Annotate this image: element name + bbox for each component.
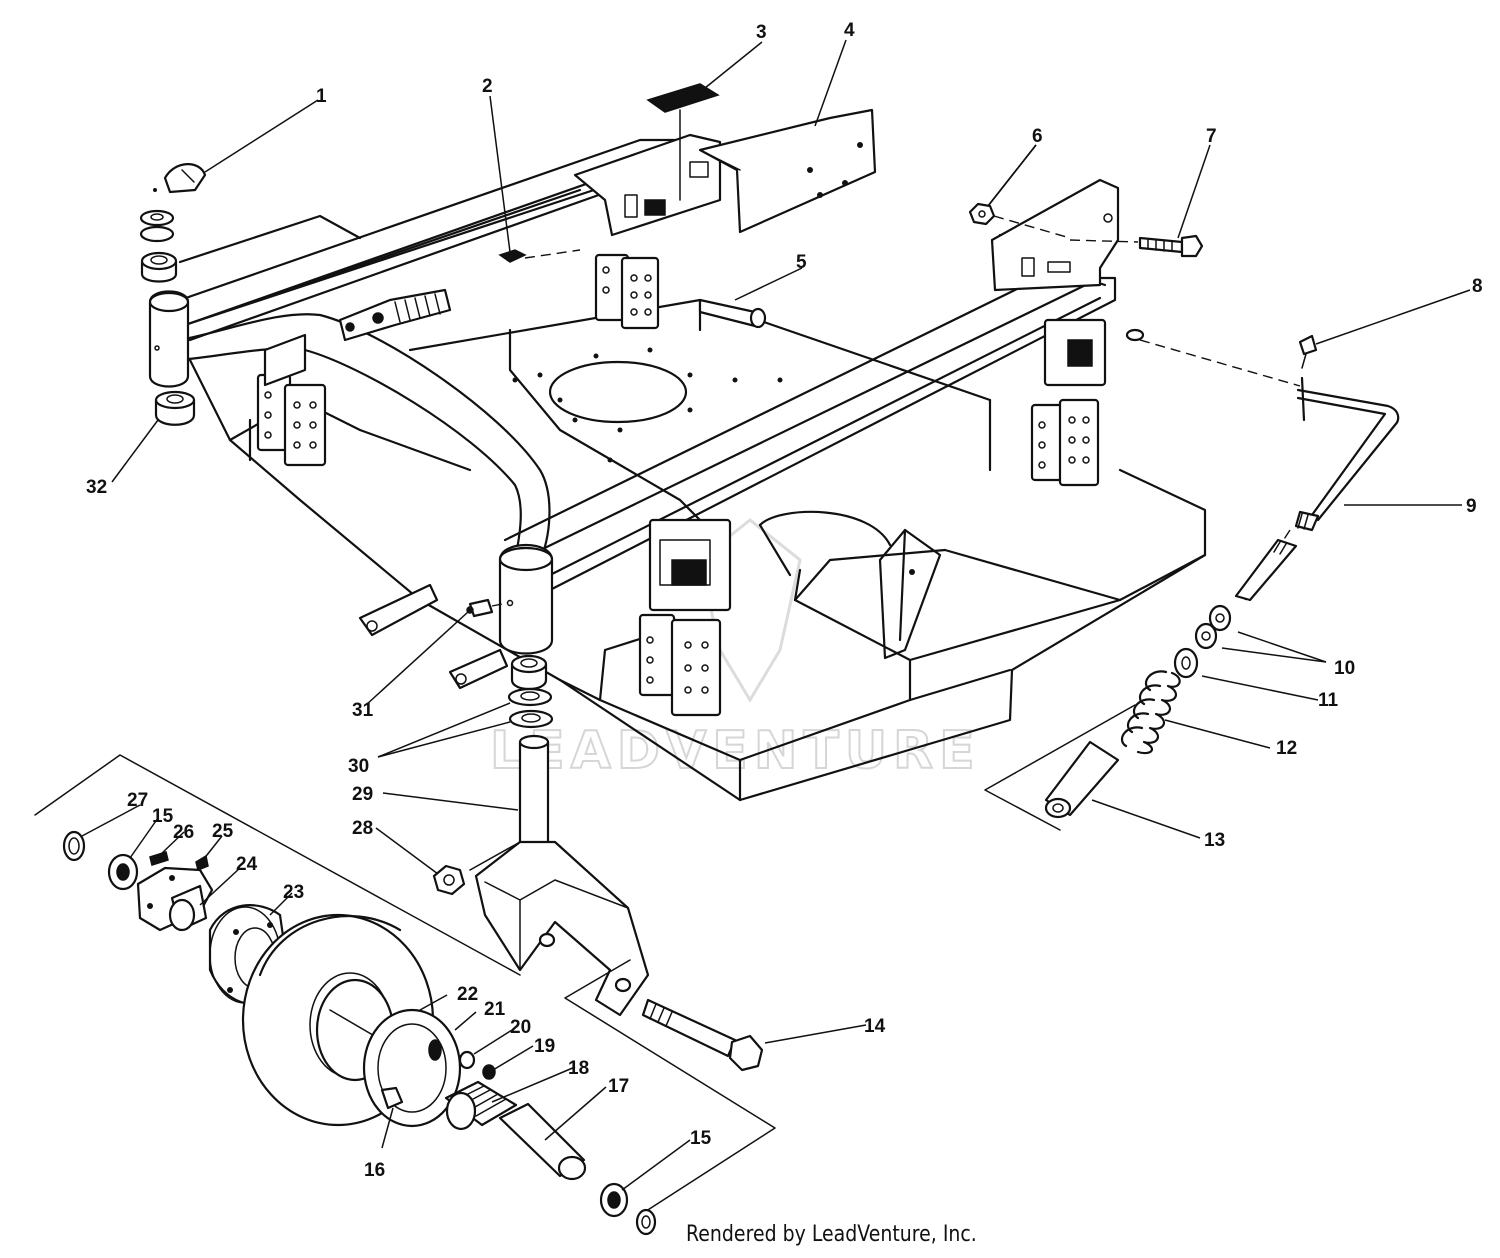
part-8-cotter-pin bbox=[1298, 334, 1318, 369]
callout-9: 9 bbox=[1466, 496, 1477, 517]
part-16-valve-stem bbox=[380, 1086, 404, 1110]
part-13-sleeve bbox=[984, 704, 1136, 831]
callout-30: 30 bbox=[348, 756, 369, 777]
part-18-roller-bearing bbox=[444, 1080, 518, 1131]
callout-31: 31 bbox=[352, 700, 374, 721]
part-19-nut bbox=[482, 1064, 496, 1080]
part-6-nut bbox=[968, 202, 1071, 239]
part-4-mount-bracket bbox=[689, 108, 877, 234]
callout-28: 28 bbox=[352, 818, 373, 839]
lift-frame bbox=[148, 133, 1145, 655]
part-20-nut bbox=[458, 1050, 476, 1070]
part-2-clip bbox=[498, 249, 581, 263]
callout-26: 26 bbox=[173, 822, 194, 843]
callout-29: 29 bbox=[352, 784, 373, 805]
watermark-text: LEADVENTURE bbox=[490, 721, 981, 781]
part-11-washer bbox=[1173, 647, 1199, 679]
callout-20: 20 bbox=[510, 1017, 531, 1038]
part-28-nut bbox=[432, 864, 466, 896]
callout-15-lower: 15 bbox=[690, 1128, 712, 1149]
callout-11: 11 bbox=[1318, 690, 1339, 711]
callout-4: 4 bbox=[844, 20, 855, 41]
part-21-wheel-half bbox=[362, 1008, 462, 1128]
callout-3: 3 bbox=[756, 22, 767, 43]
callout-13: 13 bbox=[1204, 830, 1225, 851]
callout-19: 19 bbox=[534, 1036, 555, 1057]
part-15-bearing-a bbox=[107, 853, 139, 891]
wheel-group-outline bbox=[34, 754, 521, 976]
callout-7: 7 bbox=[1206, 126, 1217, 147]
callout-8: 8 bbox=[1472, 276, 1483, 297]
callout-1: 1 bbox=[316, 86, 327, 107]
callout-15-upper: 15 bbox=[152, 806, 174, 827]
part-17-axle-tube bbox=[498, 1102, 587, 1181]
part-31-grease-fitting bbox=[466, 598, 503, 618]
watermark: LEADVENTURE bbox=[489, 518, 981, 782]
callout-24: 24 bbox=[236, 854, 258, 875]
part-10-nuts bbox=[1194, 604, 1232, 650]
part-26-screw bbox=[149, 851, 169, 866]
part-15-bearing-b bbox=[599, 1182, 657, 1236]
callout-12: 12 bbox=[1276, 738, 1297, 759]
part-7-bolt bbox=[1069, 234, 1204, 258]
part-3-pad bbox=[646, 83, 720, 201]
callout-labels: 1 2 3 4 5 6 7 8 9 10 11 12 13 14 15 15 1… bbox=[86, 20, 1483, 1181]
callout-18: 18 bbox=[568, 1058, 589, 1079]
part-29-caster-fork bbox=[469, 734, 650, 1017]
callout-25: 25 bbox=[212, 821, 234, 842]
part-25-grease-fitting bbox=[195, 854, 209, 872]
callout-16: 16 bbox=[364, 1160, 385, 1181]
part-5-clevis-pin bbox=[698, 298, 767, 329]
leader-lines bbox=[81, 39, 1471, 1191]
callout-22: 22 bbox=[457, 984, 478, 1005]
callout-17: 17 bbox=[608, 1076, 629, 1097]
callout-2: 2 bbox=[482, 76, 493, 97]
part-1-hair-pin bbox=[153, 163, 207, 194]
part-9-lift-rod bbox=[1139, 339, 1400, 602]
part-24-hub bbox=[136, 866, 214, 932]
render-credit: Rendered by LeadVenture, Inc. bbox=[686, 1222, 977, 1247]
callout-10: 10 bbox=[1334, 658, 1355, 679]
callout-23: 23 bbox=[283, 882, 304, 903]
callout-5: 5 bbox=[796, 252, 807, 273]
part-32-bushing bbox=[154, 390, 196, 426]
callout-14: 14 bbox=[864, 1016, 886, 1037]
part-30-spacers bbox=[507, 654, 554, 729]
callout-32: 32 bbox=[86, 477, 107, 498]
mower-deck bbox=[178, 214, 1207, 802]
part-27-washer bbox=[62, 830, 86, 862]
callout-27: 27 bbox=[127, 790, 148, 811]
bushing-stack-top bbox=[139, 209, 178, 283]
part-12-spring bbox=[1120, 670, 1181, 755]
part-14-bolt bbox=[564, 959, 776, 1216]
callout-6: 6 bbox=[1032, 126, 1043, 147]
callout-21: 21 bbox=[484, 999, 506, 1020]
